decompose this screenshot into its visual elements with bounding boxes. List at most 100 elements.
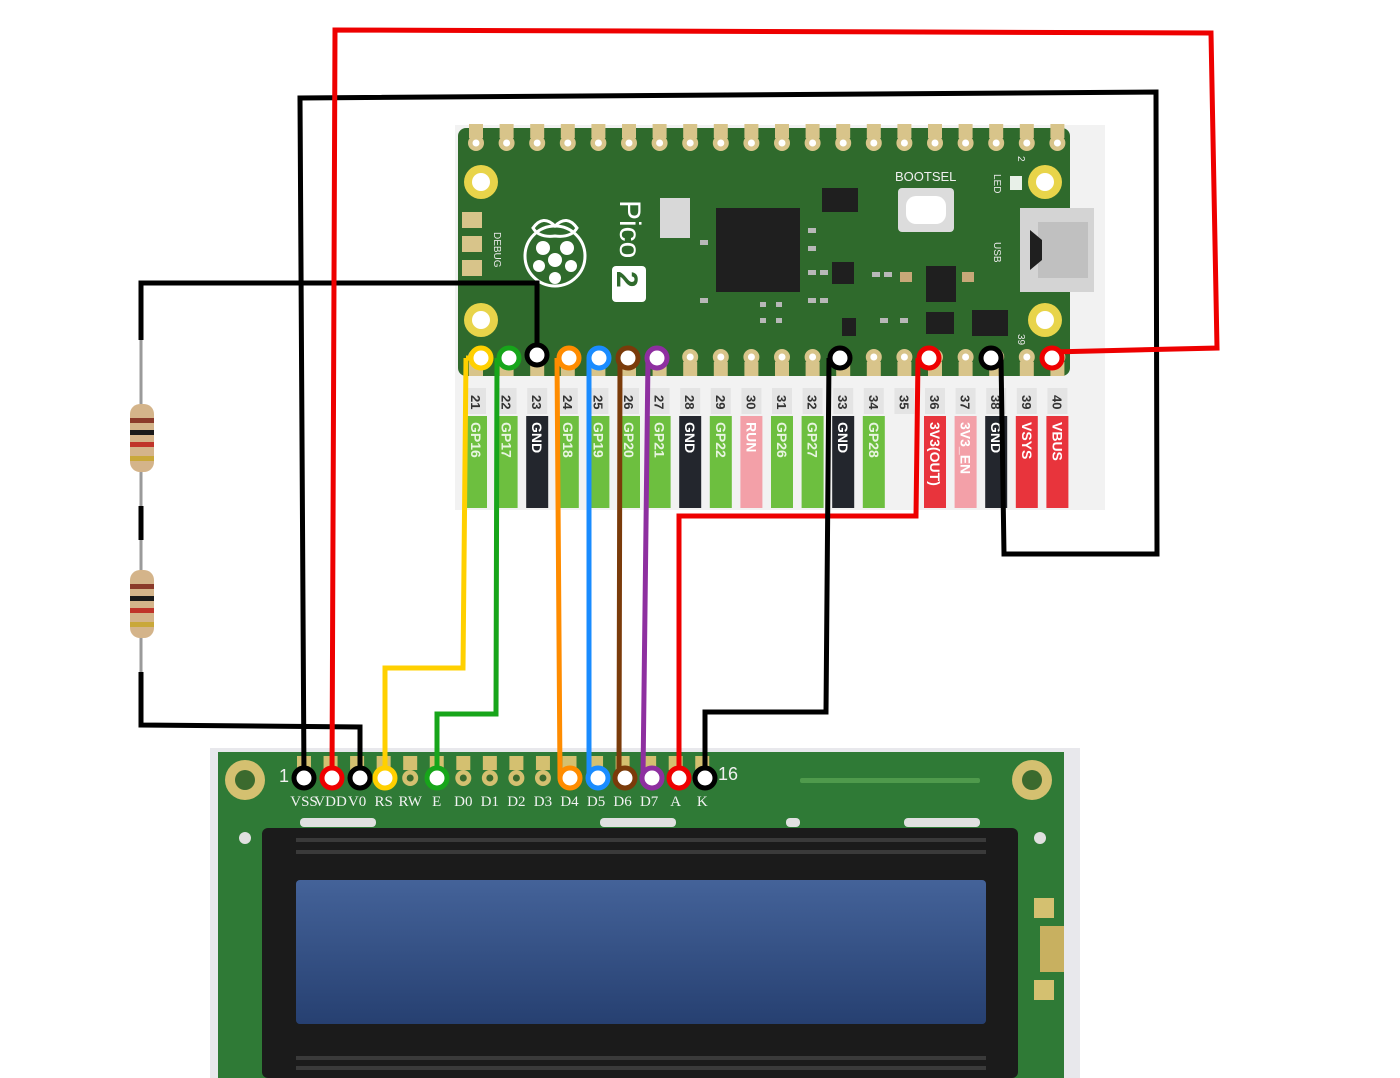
pin-pad xyxy=(1019,124,1034,138)
pin-pad xyxy=(530,124,545,138)
pin-name: VSYS xyxy=(1019,422,1035,459)
pin-name: RUN xyxy=(743,422,759,452)
wire-vss-ground xyxy=(297,89,1160,779)
wire-terminal xyxy=(586,345,612,371)
pin-number: 33 xyxy=(835,395,850,409)
inductor xyxy=(926,266,956,302)
regulator xyxy=(972,310,1008,336)
pin-name: GP19 xyxy=(590,422,606,458)
pin-pad xyxy=(836,124,851,138)
board-name: Pico xyxy=(613,200,646,258)
wire-terminal xyxy=(424,765,450,791)
pin-pad xyxy=(897,362,912,376)
lcd-pin-label: V0 xyxy=(348,794,366,810)
pin-name: GP17 xyxy=(499,422,515,458)
pin-number: 36 xyxy=(927,395,942,409)
pin-name: GP20 xyxy=(621,422,637,458)
lcd-pin-label: RW xyxy=(399,794,423,810)
pin-name: GND xyxy=(682,422,698,453)
lcd-pin-last: 16 xyxy=(718,764,738,784)
wire-terminal xyxy=(291,765,317,791)
pin-number: 25 xyxy=(590,395,605,409)
wire-terminal xyxy=(615,345,641,371)
lcd-pin-pad xyxy=(535,756,550,770)
lcd-pin-label: D6 xyxy=(613,794,632,810)
lcd-pin-pad xyxy=(403,756,418,770)
resistor-chain xyxy=(130,340,154,672)
pin-number: 34 xyxy=(866,395,881,410)
pin-name: GND xyxy=(529,422,545,453)
wire-terminals xyxy=(291,342,1065,791)
pin-number: 30 xyxy=(743,395,758,409)
pin-name: GP21 xyxy=(652,422,668,458)
pin-pad xyxy=(897,124,912,138)
capacitor xyxy=(842,318,856,336)
lcd-pin-label: VDD xyxy=(314,794,347,810)
wire-terminal xyxy=(319,765,345,791)
smd-components xyxy=(700,228,974,323)
wire-terminal xyxy=(644,345,670,371)
wire-terminal xyxy=(557,765,583,791)
pin-pad xyxy=(958,362,973,376)
pico-board: DEBUG Pico 2 BOOTSEL LED USB 2 xyxy=(455,124,1105,510)
pin-pad xyxy=(683,362,698,376)
bootsel-label: BOOTSEL xyxy=(895,169,956,184)
pin-name: 3V3(OUT) xyxy=(927,422,943,486)
pin-pad xyxy=(622,124,636,138)
wire-terminal xyxy=(639,765,665,791)
pin-pad xyxy=(928,124,942,138)
wire-terminal xyxy=(827,345,853,371)
flash-chip xyxy=(660,198,690,238)
lcd-pin-label: A xyxy=(670,794,681,810)
wire-rs-gp16 xyxy=(382,357,469,778)
resistor-icon xyxy=(130,380,154,506)
wire-v0-ground-loop xyxy=(138,672,363,778)
pin-name: GP27 xyxy=(805,422,821,458)
lcd-pin-pad xyxy=(456,756,471,770)
board-version-badge xyxy=(612,266,646,302)
pin-pad xyxy=(560,124,575,138)
lcd-pin-label: K xyxy=(697,794,708,810)
lcd-pin-label: D0 xyxy=(454,794,472,810)
lcd-pin-label: D7 xyxy=(640,794,659,810)
pin-pad xyxy=(713,362,728,376)
pin-pad xyxy=(989,124,1004,138)
resistor-icon xyxy=(130,540,154,672)
lcd-pin-label: D5 xyxy=(587,794,605,810)
lcd-pin-pad xyxy=(509,756,524,770)
led-label: LED xyxy=(991,174,1002,193)
pin-pad xyxy=(775,362,789,376)
lcd-pin-label: D2 xyxy=(507,794,525,810)
pin-name: GP26 xyxy=(774,422,790,458)
pin-number: 39 xyxy=(1019,395,1034,409)
pin-39-marker: 39 xyxy=(1015,334,1026,346)
pin-pad xyxy=(591,124,606,138)
pin-name: 3V3_EN xyxy=(958,422,974,474)
pin-pad xyxy=(683,124,698,138)
pin-name: GP16 xyxy=(468,422,484,458)
wire-backlight-anode xyxy=(676,357,921,778)
pin-name: VBUS xyxy=(1049,422,1065,461)
pin-number: 22 xyxy=(499,395,514,409)
pin-pad xyxy=(866,362,881,376)
wire-terminal xyxy=(1039,345,1065,371)
board-version: 2 xyxy=(610,271,643,288)
pin-number: 24 xyxy=(560,395,575,410)
pin-pad xyxy=(1019,362,1034,376)
pin-number: 31 xyxy=(774,395,789,409)
pin-pad xyxy=(652,124,667,138)
wire-terminal xyxy=(916,345,942,371)
lcd-pin-label: VSS xyxy=(290,794,318,810)
pin-name: GP22 xyxy=(713,422,729,458)
